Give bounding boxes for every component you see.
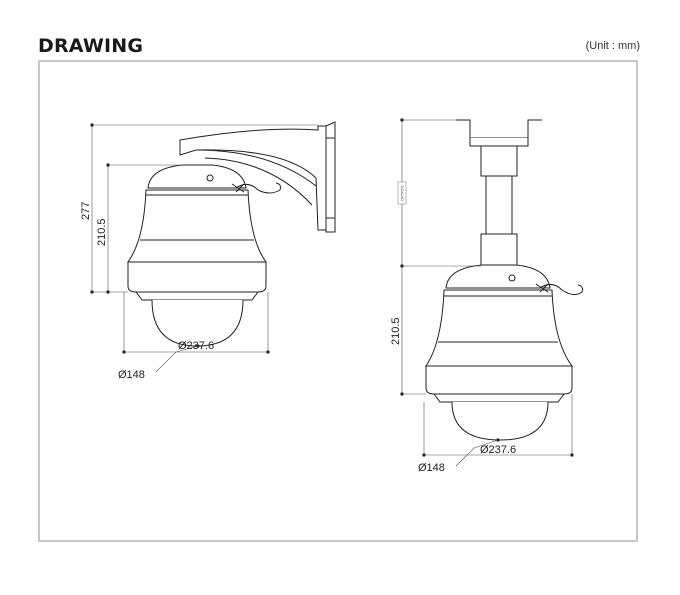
pendant-diameter-body-label: Ø237.6 (480, 444, 516, 456)
wall-diameter-body-label: Ø237.6 (178, 340, 214, 352)
wall-height-camera-label: 210.5 (96, 218, 108, 246)
unit-label: (Unit : mm) (585, 40, 640, 52)
drawing-frame (38, 60, 638, 542)
wall-height-total-label: 277 (80, 202, 92, 220)
pendant-mount-camera (425, 119, 583, 441)
wall-mount-camera (127, 121, 336, 347)
page-title: DRAWING (38, 35, 144, 57)
wall-mount-dimensions (90, 123, 318, 373)
pendant-mount-dimensions (397, 118, 574, 467)
pendant-option-label: OPTION (400, 186, 405, 201)
wall-diameter-dome-label: Ø148 (118, 369, 145, 381)
pendant-diameter-dome-label: Ø148 (418, 462, 445, 474)
pendant-height-camera-label: 210.5 (390, 317, 402, 345)
